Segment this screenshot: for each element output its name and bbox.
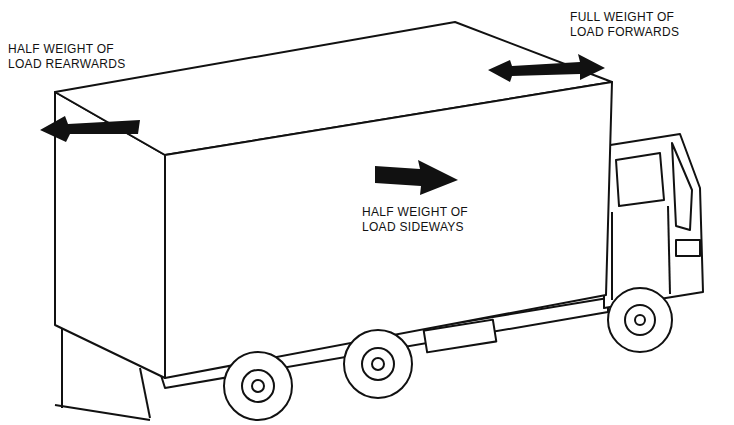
force-arrow: [375, 160, 458, 195]
force-arrow: [40, 116, 140, 142]
wheel-hub: [625, 305, 655, 335]
cab: [604, 134, 703, 308]
force-arrow: [488, 54, 605, 82]
door-line: [611, 212, 613, 300]
wheel-hub: [372, 358, 384, 370]
weight-label: FULL WEIGHT OF LOAD FORWARDS: [570, 10, 720, 40]
wheel-hub: [252, 380, 264, 392]
wheel: [344, 330, 412, 398]
weight-label: HALF WEIGHT OF LOAD REARWARDS: [8, 42, 158, 72]
wheel: [224, 352, 292, 420]
wheel: [608, 288, 672, 352]
weight-label: HALF WEIGHT OF LOAD SIDEWAYS: [362, 205, 512, 235]
tail-lift-strut: [140, 368, 150, 418]
tail-lift-plate: [55, 405, 150, 420]
windscreen: [672, 143, 692, 230]
door-line: [668, 206, 670, 294]
cab-window: [616, 153, 664, 206]
wheel-hub: [242, 370, 274, 402]
tail-lift-strut: [61, 322, 63, 408]
grille: [676, 240, 700, 256]
wheel-hub: [635, 315, 645, 325]
wheel-hub: [362, 348, 394, 380]
